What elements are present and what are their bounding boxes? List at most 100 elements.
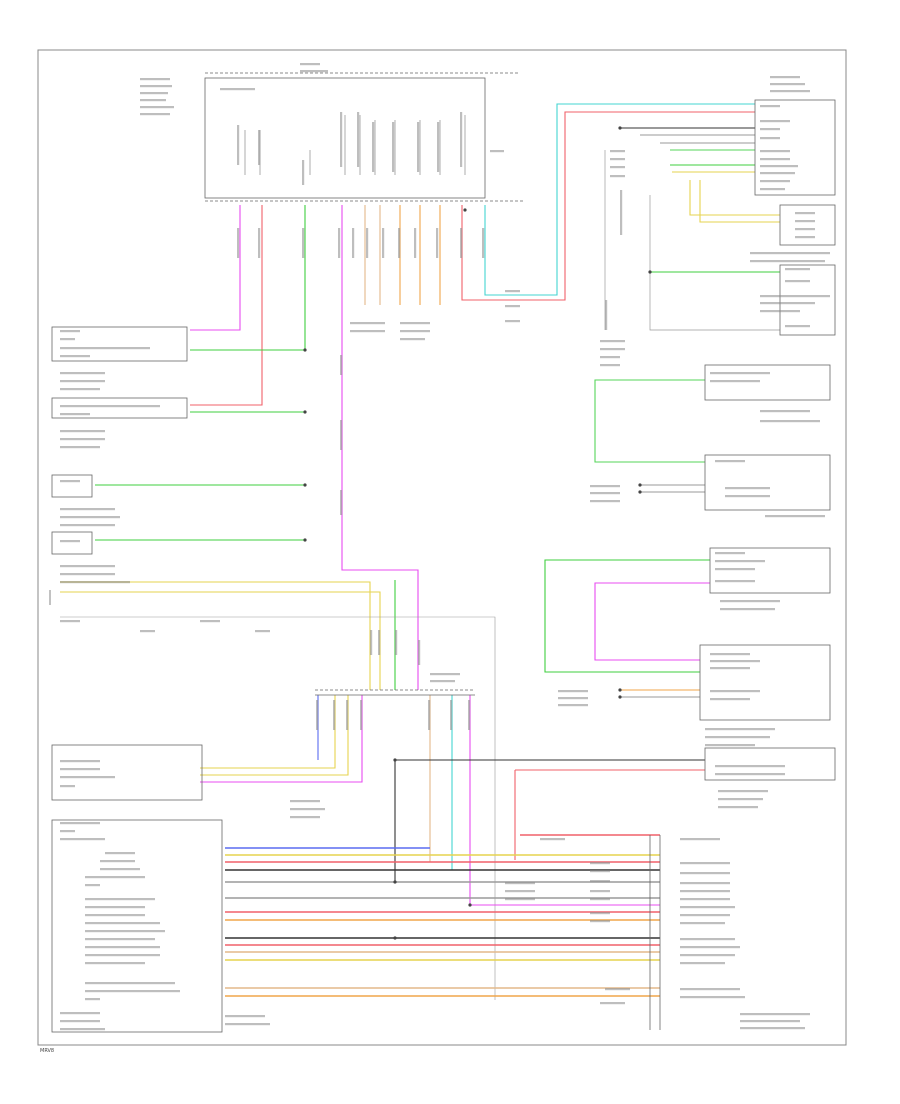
micro-label — [505, 305, 520, 308]
micro-label — [795, 220, 815, 223]
wire-violet-drop2 — [469, 695, 660, 906]
micro-label — [610, 150, 625, 153]
micro-label — [680, 962, 725, 965]
micro-label — [414, 228, 417, 258]
micro-label — [490, 150, 504, 153]
micro-label — [400, 338, 425, 341]
micro-label — [400, 330, 430, 333]
micro-label — [290, 808, 325, 811]
micro-label — [60, 508, 115, 511]
micro-label — [600, 356, 620, 359]
micro-label — [610, 175, 625, 178]
micro-label — [558, 704, 588, 707]
micro-label — [392, 122, 395, 172]
micro-label — [437, 122, 440, 172]
micro-label — [760, 137, 780, 140]
micro-label — [60, 573, 115, 576]
micro-label — [366, 228, 369, 258]
micro-label — [680, 946, 740, 949]
micro-label — [680, 996, 745, 999]
wire-yellow-drop1 — [200, 695, 336, 769]
micro-label — [760, 120, 790, 123]
micro-label — [352, 228, 355, 258]
micro-label — [237, 228, 240, 258]
micro-label — [100, 868, 140, 871]
micro-label — [710, 698, 750, 701]
micro-label — [450, 700, 453, 730]
micro-label — [60, 405, 160, 408]
micro-label — [760, 150, 790, 153]
micro-label — [382, 228, 385, 258]
micro-label — [85, 898, 155, 901]
micro-label — [60, 480, 80, 483]
micro-label — [725, 487, 770, 490]
micro-label — [60, 413, 90, 416]
splice-dot — [303, 538, 307, 542]
micro-label — [740, 1013, 810, 1016]
splice-dot — [618, 126, 622, 130]
micro-label — [60, 372, 105, 375]
splice-dot — [468, 903, 472, 907]
micro-label — [482, 228, 485, 258]
wire-red-left — [190, 205, 263, 406]
wire-red-top — [461, 111, 755, 301]
micro-label — [590, 880, 610, 883]
micro-label — [258, 228, 261, 258]
micro-label — [590, 912, 610, 915]
micro-label — [140, 106, 174, 109]
micro-label — [590, 500, 620, 503]
left-components — [49, 326, 188, 605]
micro-label — [350, 330, 385, 333]
micro-label — [85, 962, 145, 965]
micro-label — [372, 122, 375, 172]
wire-yellow-top2 — [689, 180, 780, 216]
micro-label — [600, 364, 620, 367]
micro-label — [505, 290, 520, 293]
micro-label — [610, 158, 625, 161]
micro-label — [60, 581, 130, 584]
micro-label — [558, 690, 588, 693]
micro-label — [460, 228, 463, 258]
micro-label — [340, 355, 343, 375]
micro-label — [60, 760, 100, 763]
splice-dot — [463, 208, 467, 212]
micro-label — [590, 870, 610, 873]
micro-label — [85, 930, 165, 933]
micro-label — [715, 560, 765, 563]
micro-label — [590, 890, 610, 893]
micro-label — [140, 78, 170, 81]
wire-yellow-feed1 — [60, 581, 371, 690]
micro-label — [760, 180, 790, 183]
micro-label — [357, 112, 360, 167]
wire-green-1 — [190, 205, 306, 351]
micro-label — [760, 172, 795, 175]
micro-label — [680, 890, 730, 893]
micro-label — [770, 76, 800, 79]
micro-label — [85, 922, 160, 925]
micro-label — [600, 340, 625, 343]
micro-label — [785, 280, 810, 283]
micro-label — [60, 830, 75, 833]
micro-label — [360, 700, 363, 730]
micro-label — [370, 630, 373, 655]
micro-label — [505, 882, 535, 885]
micro-label — [460, 112, 463, 167]
splice-dot — [393, 936, 397, 940]
micro-label — [795, 212, 815, 215]
wire-layer — [60, 103, 780, 1000]
micro-label — [60, 785, 75, 788]
micro-label — [60, 516, 120, 519]
micro-label — [300, 63, 320, 66]
micro-label — [750, 260, 825, 263]
splice-dot — [648, 270, 652, 274]
micro-label — [680, 882, 730, 885]
micro-label — [715, 773, 785, 776]
bottom-center-connector — [315, 689, 475, 696]
micro-label — [60, 565, 115, 568]
bottom-right-module — [649, 835, 661, 1030]
splice-dot — [303, 348, 307, 352]
micro-label — [715, 552, 745, 555]
micro-label — [85, 884, 100, 887]
micro-label — [590, 898, 610, 901]
micro-label — [60, 388, 100, 391]
